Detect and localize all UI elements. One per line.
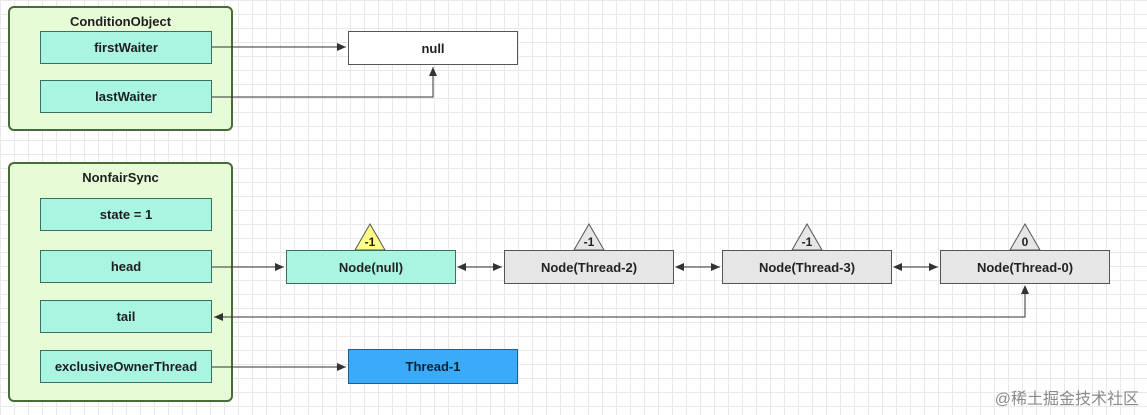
field-head: head xyxy=(40,250,212,283)
field-state: state = 1 xyxy=(40,198,212,231)
field-tail: tail xyxy=(40,300,212,333)
wait-status-label-0: -1 xyxy=(364,235,376,249)
condition-object-title: ConditionObject xyxy=(69,14,172,29)
watermark: @稀土掘金技术社区 xyxy=(994,391,1139,408)
node-0: Node(null) xyxy=(286,250,456,284)
null-box: null xyxy=(348,31,518,65)
field-first-waiter: firstWaiter xyxy=(40,31,212,64)
node-2: Node(Thread-3) xyxy=(722,250,892,284)
node-1: Node(Thread-2) xyxy=(504,250,674,284)
last-waiter-arrow xyxy=(212,67,437,98)
node-3: Node(Thread-0) xyxy=(940,250,1110,284)
thread-1-box: Thread-1 xyxy=(348,349,518,384)
field-exclusive-owner-thread: exclusiveOwnerThread xyxy=(40,350,212,383)
nonfair-sync-title: NonfairSync xyxy=(82,170,159,185)
wait-status-label-2: -1 xyxy=(801,235,813,249)
field-last-waiter: lastWaiter xyxy=(40,80,212,113)
tail-arrow xyxy=(214,285,1029,321)
wait-status-label-3: 0 xyxy=(1021,235,1029,249)
wait-status-label-1: -1 xyxy=(583,235,595,249)
